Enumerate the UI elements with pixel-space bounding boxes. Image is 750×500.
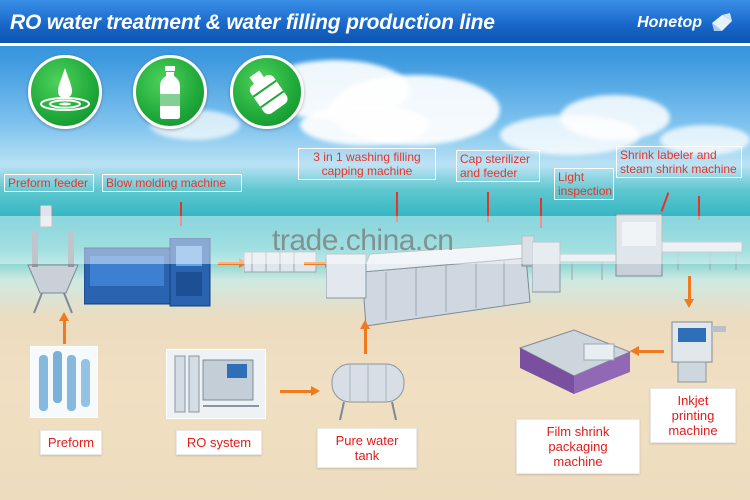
bottle-icon <box>133 55 207 129</box>
label-shrink-labeler: Shrink labeler and steam shrink machine <box>616 146 742 178</box>
label-film-shrink: Film shrink packaging machine <box>516 419 640 474</box>
flow-arrow <box>59 312 69 344</box>
connector-line <box>660 192 670 212</box>
cloud <box>660 125 750 155</box>
label-inkjet-printing: Inkjet printing machine <box>650 388 736 443</box>
inkjet-printing-machine <box>671 321 726 383</box>
cloud <box>300 105 430 145</box>
pure-water-tank <box>331 363 405 421</box>
label-light-inspection: Light inspection <box>554 168 614 200</box>
flow-arrow <box>684 276 694 308</box>
shrink-labeler-machine <box>615 213 743 277</box>
blow-molding-machine <box>84 238 211 307</box>
film-shrink-packaging-machine <box>518 329 632 394</box>
label-blow-molding-machine: Blow molding machine <box>102 174 242 192</box>
brand-logo-icon <box>712 13 732 31</box>
label-washing-filling-capping: 3 in 1 washing filling capping machine <box>298 148 436 180</box>
light-inspection-conveyor <box>532 241 618 293</box>
water-drop-icon <box>28 55 102 129</box>
ro-system-photo <box>166 349 266 419</box>
flow-arrow <box>630 346 664 356</box>
connector-line <box>396 192 398 222</box>
cloud <box>560 95 670 140</box>
flow-arrow <box>280 386 320 396</box>
connector-line <box>180 202 182 226</box>
label-pure-water-tank: Pure water tank <box>317 428 417 468</box>
connector-line <box>698 196 700 220</box>
preform-photo <box>30 346 98 418</box>
preform-feeder-machine <box>27 205 79 314</box>
washing-filling-capping-machine <box>326 235 535 327</box>
watermark-text: trade.china.cn <box>272 224 454 257</box>
label-ro-system: RO system <box>176 430 262 455</box>
connector-line <box>487 192 489 222</box>
page-title: RO water treatment & water filling produ… <box>10 11 495 34</box>
water-jug-icon <box>230 55 304 129</box>
connector-line <box>540 198 542 228</box>
label-preform: Preform <box>40 430 102 455</box>
brand-name: Honetop <box>637 14 702 31</box>
label-cap-sterilizer: Cap sterilizer and feeder <box>456 150 540 182</box>
header-bar: RO water treatment & water filling produ… <box>0 0 750 46</box>
label-preform-feeder: Preform feeder <box>4 174 94 192</box>
flow-arrow <box>360 320 370 354</box>
watermark-band <box>0 216 750 264</box>
